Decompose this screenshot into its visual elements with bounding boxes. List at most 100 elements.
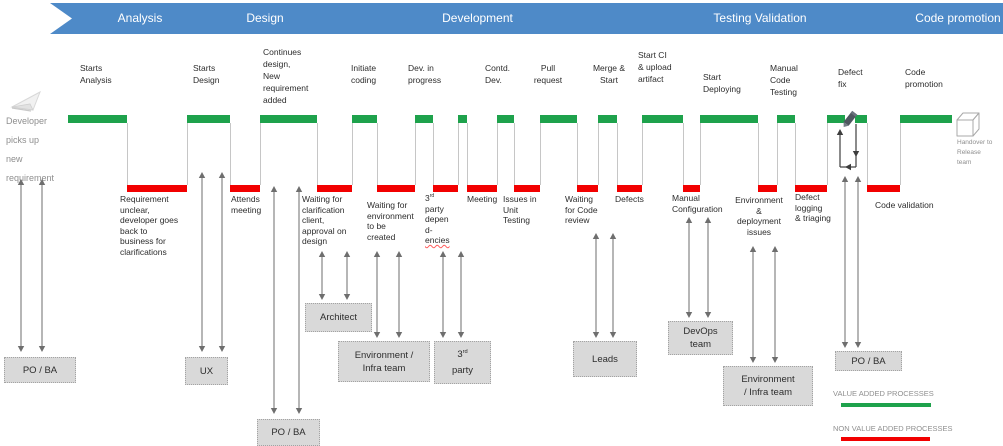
team-box-po-ba-analysis: PO / BA [4,357,76,383]
text-line: Code [770,75,791,85]
text-line: added [263,95,287,105]
non-value-added-bar [617,185,642,192]
text-line: Defect [795,192,820,202]
value-added-bar [598,115,617,123]
text-line: UX [199,365,214,377]
text-line: requirement [6,173,55,183]
non-value-added-bar [127,185,187,192]
value-added-bar [352,115,377,123]
team-box-architect: Architect [305,303,372,332]
step-connector [642,123,643,185]
step-label: Dev. in progress [408,62,441,86]
step-connector [230,123,231,185]
handover-cube-icon [956,112,980,137]
text-line: Environment / [354,349,414,361]
arrowhead [17,346,25,352]
text-line: meeting [231,204,262,215]
arrowhead [592,233,600,239]
team-arrow [749,246,757,363]
arrowhead [439,251,447,257]
text-line: Continues [263,47,302,57]
arrowhead [749,357,757,363]
text-line: approval on [302,225,347,236]
text-line: developer goes [120,215,179,225]
arrowhead [343,294,351,300]
legend-bar-1 [841,437,930,441]
text-line: request [533,75,563,85]
text-line: Start [703,72,721,82]
value-added-bar [900,115,952,123]
team-arrow [343,251,351,300]
text-line: & triaging [795,213,831,223]
arrowhead [395,332,403,338]
arrowhead [295,408,303,414]
step-connector [433,123,434,185]
step-connector [577,123,578,185]
text-line: Design [193,75,220,85]
team-arrow [395,251,403,338]
arrowhead [854,176,862,182]
waste-label: Defects [615,194,644,205]
arrowhead [457,332,465,338]
non-value-added-bar [577,185,598,192]
team-arrow [841,176,849,348]
text-line: Handover to [957,139,993,146]
team-arrow [270,186,278,414]
arrowhead [749,246,757,252]
step-connector [260,123,261,185]
text-line: DevOps [683,326,718,337]
step-connector [827,123,828,185]
arrowhead [685,312,693,318]
non-value-added-bar [683,185,700,192]
step-connector [467,123,468,185]
team-box-environment-infra-2: Environment/ Infra team [723,366,813,406]
arrowhead [852,151,860,157]
team-arrow [704,217,712,318]
value-added-bar [540,115,577,123]
text-line: Starts [80,63,103,73]
arrowhead [38,346,46,352]
team-arrow [771,246,779,363]
step-connector [540,123,541,185]
text-line: Unit [503,204,519,215]
text-line: Dev. in [408,63,434,73]
text-line: Environment [735,195,783,205]
text-line: Testing [770,87,797,97]
text-line: PO / BA [271,427,306,438]
text-line: progress [408,75,442,85]
text-line: Contd. [485,63,511,73]
phase-label: Testing Validation [713,11,807,25]
text-line: client, [302,215,325,225]
arrowhead [457,251,465,257]
team-arrow [38,179,46,352]
step-connector [777,123,778,185]
team-arrow [592,233,600,338]
arrowhead [318,251,326,257]
text-line: fix [838,79,847,89]
value-added-bar [187,115,230,123]
text-line: Starts [193,63,216,73]
value-added-bar [855,115,867,123]
non-value-added-bar [467,185,497,192]
team-arrow [373,251,381,338]
arrowhead [836,129,844,135]
arrowhead [218,172,226,178]
non-value-added-bar [433,185,458,192]
waste-label: Meeting [467,194,497,205]
step-connector [683,123,684,185]
defect-fix-loop [836,124,860,171]
text-line: Waiting for [302,194,343,204]
text-line: Configuration [672,203,723,214]
text-line: / Infra team [743,387,793,398]
